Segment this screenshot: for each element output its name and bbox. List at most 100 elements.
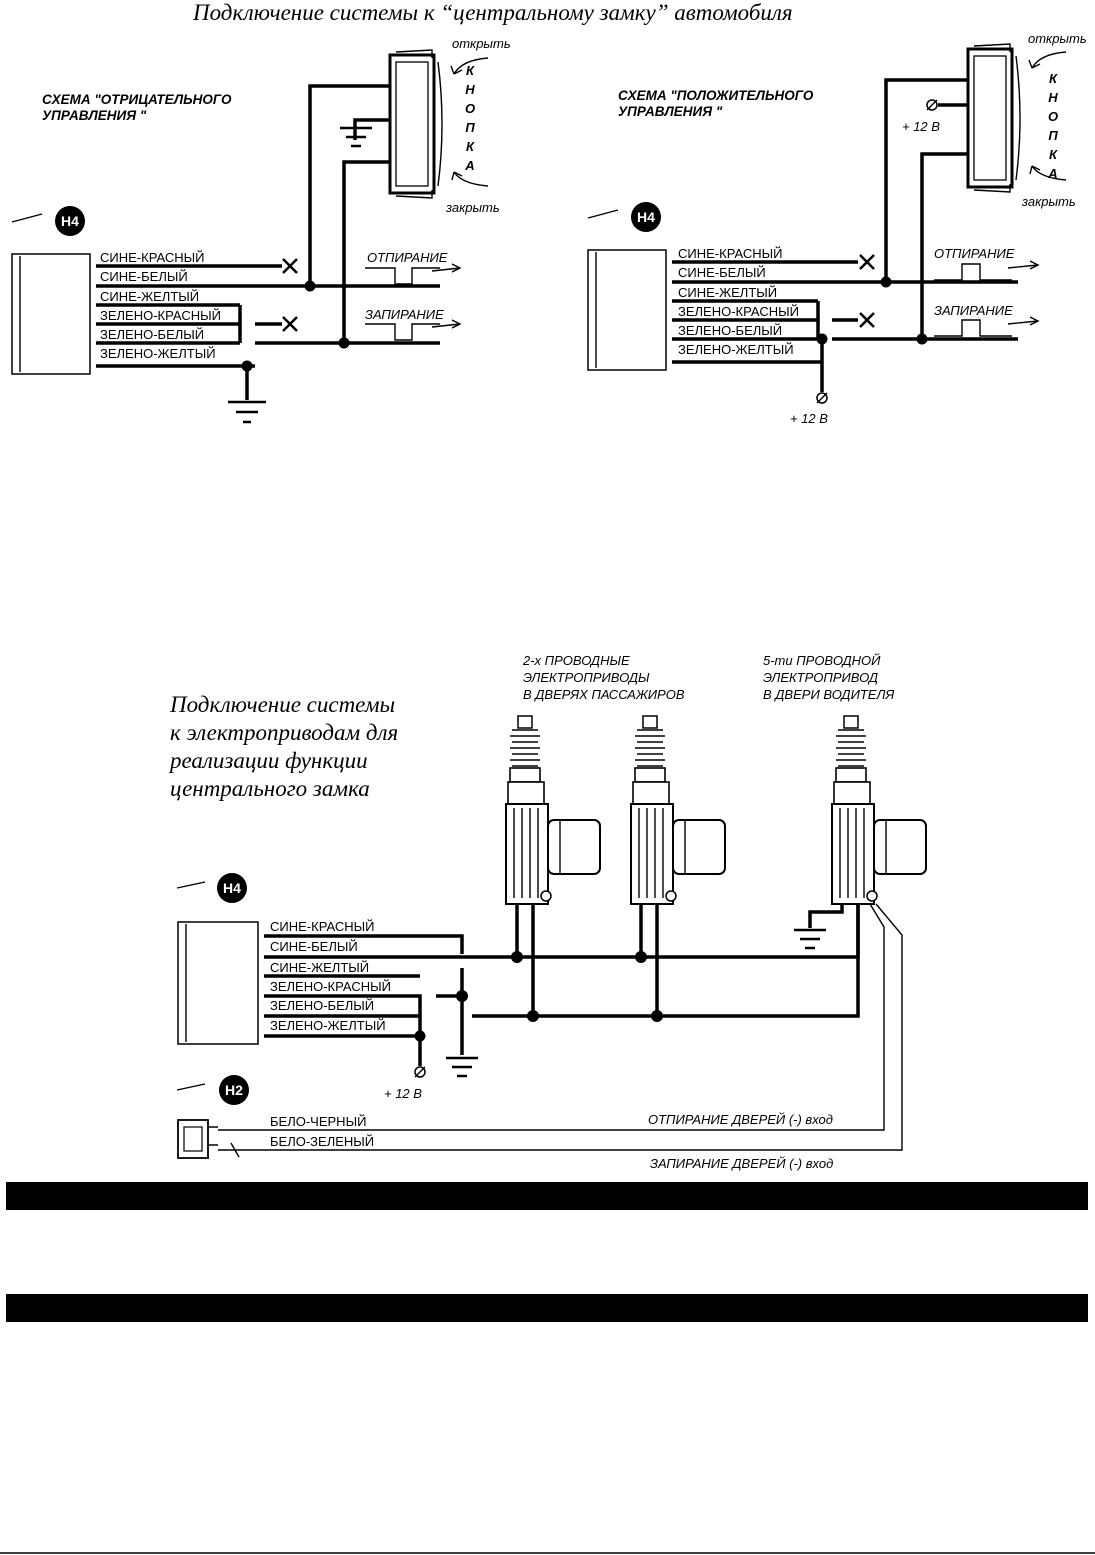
pos-button-letter-3: О xyxy=(1048,109,1058,124)
positive-control-scheme: СХЕМА "ПОЛОЖИТЕЛЬНОГО УПРАВЛЕНИЯ " H4 СИ… xyxy=(587,31,1087,426)
neg-open-arrow-icon xyxy=(450,57,489,75)
neg-close-label: закрыть xyxy=(445,200,500,215)
neg-cut-mark-1 xyxy=(282,258,298,274)
act-two-wire-label-1: 2-х ПРОВОДНЫЕ xyxy=(522,653,630,668)
pos-button-wire-close xyxy=(920,152,968,339)
pos-open-label: открыть xyxy=(1028,31,1087,46)
act-wire-label-4: ЗЕЛЕНО-КРАСНЫЙ xyxy=(270,979,391,994)
neg-scheme-title-line2: УПРАВЛЕНИЯ " xyxy=(42,108,147,123)
act-h2-wire-unlock xyxy=(218,903,885,1131)
pos-rocker-button xyxy=(966,43,1021,193)
pos-wire-label-4: ЗЕЛЕНО-КРАСНЫЙ xyxy=(678,304,799,319)
act-ground-symbol-driver xyxy=(794,928,826,950)
neg-module-box xyxy=(11,253,91,375)
act-five-wire-label-2: ЭЛЕКТРОПРИВОД xyxy=(763,670,878,685)
act-ground-symbol-module xyxy=(446,1056,478,1078)
act-wire-label-1: СИНЕ-КРАСНЫЙ xyxy=(270,919,375,934)
pos-scheme-title-line2: УПРАВЛЕНИЯ " xyxy=(618,104,723,119)
pos-h4-badge: H4 xyxy=(631,202,661,232)
neg-wire-label-6: ЗЕЛЕНО-ЖЕЛТЫЙ xyxy=(100,346,216,361)
actuator-driver xyxy=(831,715,927,905)
pos-h4-label: H4 xyxy=(637,209,655,225)
pos-unlock-label: ОТПИРАНИЕ xyxy=(934,246,1015,261)
neg-unlock-label: ОТПИРАНИЕ xyxy=(367,250,448,265)
neg-button-wire-close xyxy=(342,160,390,343)
neg-h4-badge: H4 xyxy=(55,206,85,236)
pos-button-letter-5: К xyxy=(1049,147,1058,162)
neg-ground-symbol-button xyxy=(340,126,372,148)
actuators-scheme: Подключение системы к электроприводам дл… xyxy=(168,652,927,1171)
neg-button-letter-1: К xyxy=(466,63,475,78)
act-wire-common xyxy=(436,904,860,1018)
act-title-line4: центрального замка xyxy=(170,776,370,801)
act-h2-wire-label-2: БЕЛО-ЗЕЛЕНЫЙ xyxy=(270,1134,374,1149)
neg-lock-label: ЗАПИРАНИЕ xyxy=(365,307,444,322)
act-lock-input: ЗАПИРАНИЕ ДВЕРЕЙ (-) вход xyxy=(650,1155,833,1171)
act-two-wire-label-3: В ДВЕРЯХ ПАССАЖИРОВ xyxy=(523,687,685,702)
act-wire-4 xyxy=(264,994,422,1040)
act-wire-label-3: СИНЕ-ЖЕЛТЫЙ xyxy=(270,960,369,975)
act-five-wire-label-1: 5-ти ПРОВОДНОЙ xyxy=(763,652,881,668)
section-divider-bar-1 xyxy=(6,1182,1088,1210)
negative-control-scheme: СХЕМА "ОТРИЦАТЕЛЬНОГО УПРАВЛЕНИЯ " H4 СИ… xyxy=(11,36,511,424)
neg-wire-label-2: СИНЕ-БЕЛЫЙ xyxy=(100,269,188,284)
act-h2-label: H2 xyxy=(225,1082,243,1098)
act-wire-1 xyxy=(264,934,464,954)
act-h2-wire-lock xyxy=(218,903,903,1151)
neg-button-letter-3: О xyxy=(465,101,475,116)
act-wire-label-2: СИНЕ-БЕЛЫЙ xyxy=(270,939,358,954)
neg-cut-mark-2 xyxy=(282,316,298,332)
actuator-passenger-2 xyxy=(630,715,726,905)
actuator-passenger-1 xyxy=(505,715,601,905)
neg-wire-label-5: ЗЕЛЕНО-БЕЛЫЙ xyxy=(100,327,204,342)
pos-wire-label-3: СИНЕ-ЖЕЛТЫЙ xyxy=(678,285,777,300)
pos-button-letter-4: П xyxy=(1048,128,1058,143)
neg-button-letter-2: Н xyxy=(465,82,475,97)
act-terminal-12v xyxy=(414,1066,426,1078)
pos-scheme-title-line1: СХЕМА "ПОЛОЖИТЕЛЬНОГО xyxy=(618,88,814,103)
neg-lock-pulse xyxy=(365,323,440,341)
neg-button-letter-6: А xyxy=(464,158,474,173)
pos-plus12-top: + 12 В xyxy=(902,119,940,134)
neg-close-arrow-icon xyxy=(451,171,489,187)
neg-wire-label-4: ЗЕЛЕНО-КРАСНЫЙ xyxy=(100,308,221,323)
neg-h4-label: H4 xyxy=(61,213,79,229)
act-two-wire-label-2: ЭЛЕКТРОПРИВОДЫ xyxy=(523,670,650,685)
pos-cut-mark-1 xyxy=(859,254,875,270)
pos-terminal-12v-top xyxy=(926,99,938,111)
pos-wire-label-1: СИНЕ-КРАСНЫЙ xyxy=(678,246,783,261)
pos-cut-mark-2 xyxy=(859,312,875,328)
act-title-line1: Подключение системы xyxy=(169,692,395,717)
act-h2-plug xyxy=(177,1119,218,1159)
neg-connector-arrow xyxy=(11,213,43,223)
act-h2-wire-label-1: БЕЛО-ЧЕРНЫЙ xyxy=(270,1114,366,1129)
act-h4-badge: H4 xyxy=(217,873,247,903)
neg-button-letter-4: П xyxy=(465,120,475,135)
pos-close-arrow-icon xyxy=(1029,165,1067,181)
act-plus12: + 12 В xyxy=(384,1086,422,1101)
neg-scheme-title-line1: СХЕМА "ОТРИЦАТЕЛЬНОГО xyxy=(42,92,232,107)
act-h2-connector-arrow xyxy=(176,1083,206,1091)
section-divider-bar-2 xyxy=(6,1294,1088,1322)
pos-button-letter-6: А xyxy=(1047,166,1057,181)
pos-lock-pulse xyxy=(934,319,1012,337)
pos-terminal-12v-bottom xyxy=(816,392,828,404)
act-wire-label-6: ЗЕЛЕНО-ЖЕЛТЫЙ xyxy=(270,1018,386,1033)
act-h4-label: H4 xyxy=(223,880,241,896)
pos-plus12-bottom: + 12 В xyxy=(790,411,828,426)
act-unlock-input: ОТПИРАНИЕ ДВЕРЕЙ (-) вход xyxy=(648,1111,833,1127)
pos-lock-label: ЗАПИРАНИЕ xyxy=(934,303,1013,318)
pos-button-letter-2: Н xyxy=(1048,90,1058,105)
neg-ground-symbol-bottom xyxy=(228,400,266,424)
act-connector-arrow xyxy=(176,881,206,889)
act-title-line2: к электроприводам для xyxy=(170,720,398,745)
pos-button-wire-open xyxy=(884,78,968,282)
act-h2-cut-mark xyxy=(230,1142,240,1158)
act-module-box xyxy=(177,921,259,1045)
act-h2-badge: H2 xyxy=(219,1075,249,1105)
neg-unlock-pulse xyxy=(365,267,440,285)
act-five-wire-label-3: В ДВЕРИ ВОДИТЕЛЯ xyxy=(763,687,894,702)
pos-unlock-pulse xyxy=(934,263,1012,281)
act-wire-label-5: ЗЕЛЕНО-БЕЛЫЙ xyxy=(270,998,374,1013)
